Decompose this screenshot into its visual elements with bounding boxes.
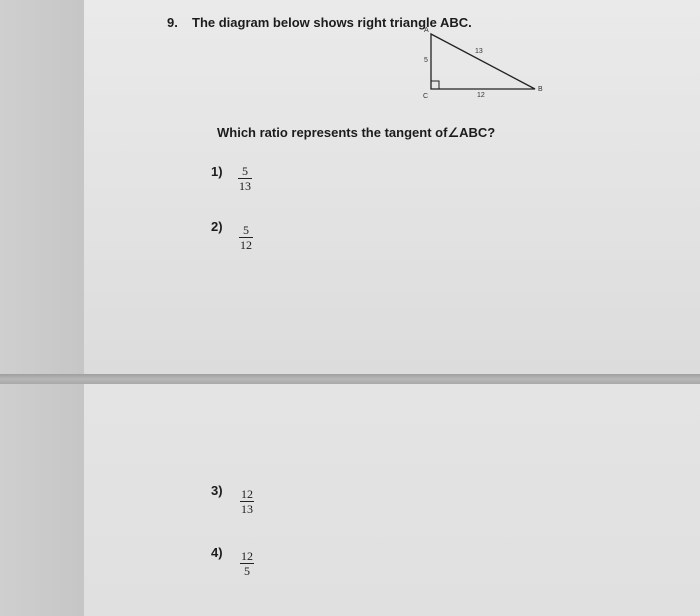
fraction-bar [239, 237, 253, 238]
worksheet-page-bottom [84, 382, 700, 616]
worksheet-page-top [84, 0, 700, 376]
choice-3-numerator: 12 [241, 487, 253, 501]
choice-1-numerator: 5 [242, 164, 248, 178]
page-margin [0, 0, 84, 616]
fraction-bar [238, 178, 252, 179]
choice-1-label: 1) [211, 164, 223, 179]
vertex-a-label: A [424, 27, 429, 34]
choice-2-label: 2) [211, 219, 223, 234]
fraction-bar [240, 563, 254, 564]
right-angle-marker [431, 80, 440, 89]
choice-2-fraction: 5 12 [239, 224, 253, 251]
choice-3-fraction: 12 13 [240, 488, 254, 515]
question-prompt: Which ratio represents the tangent of∠AB… [217, 125, 496, 140]
choice-4-fraction: 12 5 [240, 550, 254, 577]
vertex-b-label: B [538, 86, 543, 93]
page-fold [0, 374, 700, 384]
side-ac-label: 5 [424, 57, 428, 64]
choice-3-label: 3) [211, 483, 223, 498]
choice-3-denominator: 13 [241, 502, 253, 516]
vertex-c-label: C [423, 93, 428, 100]
fraction-bar [240, 501, 254, 502]
choice-1-fraction: 5 13 [238, 165, 252, 192]
choice-2-numerator: 5 [243, 223, 249, 237]
question-number: 9. [167, 15, 178, 30]
choice-4-numerator: 12 [241, 549, 253, 563]
side-ab-label: 13 [475, 48, 483, 55]
triangle-abc [430, 32, 536, 90]
choice-1-denominator: 13 [239, 179, 251, 193]
side-cb-label: 12 [477, 92, 485, 99]
question-title: The diagram below shows right triangle A… [192, 15, 472, 30]
choice-4-denominator: 5 [244, 564, 250, 578]
choice-2-denominator: 12 [240, 238, 252, 252]
triangle-diagram: A B C 5 12 13 [423, 27, 543, 100]
choice-4-label: 4) [211, 545, 223, 560]
